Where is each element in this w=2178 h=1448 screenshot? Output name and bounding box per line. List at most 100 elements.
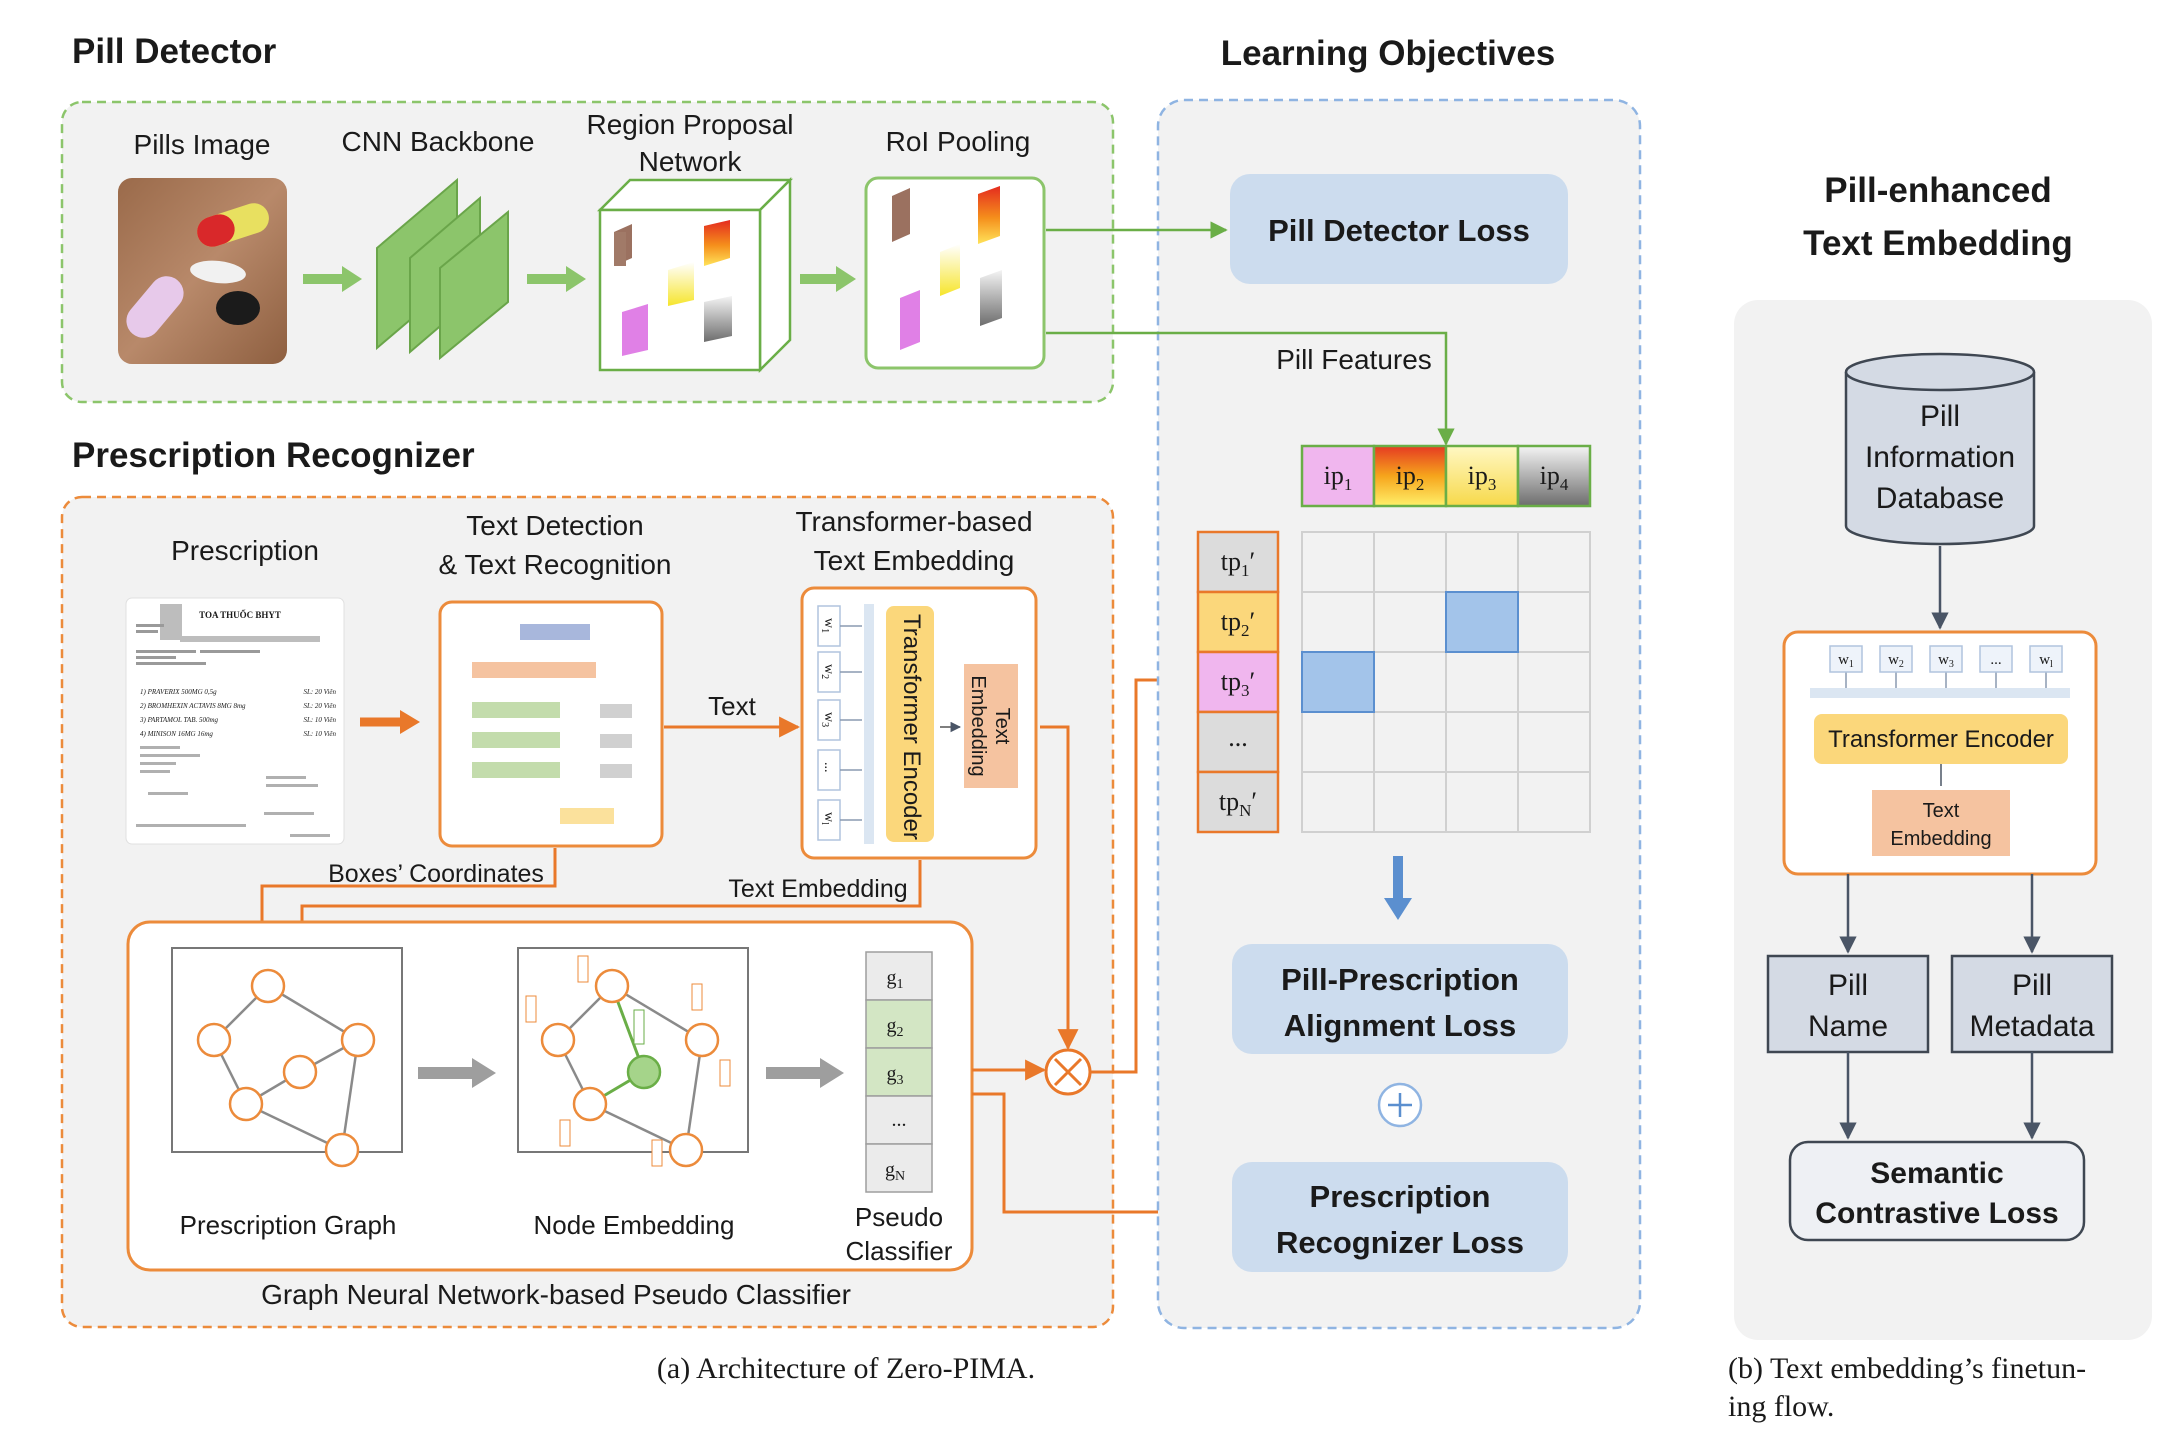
svg-text:w1: w1	[819, 618, 836, 633]
roi-pooling-label: RoI Pooling	[886, 126, 1031, 157]
prescription-graph-label: Prescription Graph	[180, 1210, 397, 1240]
svg-text:Pill Detector Loss: Pill Detector Loss	[1268, 213, 1530, 248]
rpn-label-line2: Network	[639, 146, 743, 177]
svg-text:wl: wl	[2039, 652, 2053, 670]
svg-text:Contrastive Loss: Contrastive Loss	[1815, 1197, 2058, 1230]
svg-text:1) PRAVERIX 500MG 0,5g: 1) PRAVERIX 500MG 0,5g	[140, 688, 217, 696]
svg-text:Information: Information	[1865, 441, 2015, 474]
boxes-coordinates-arrow	[251, 848, 557, 943]
text-embedding-arrow-label: Text Embedding	[728, 875, 907, 903]
svg-text:TOA THUỐC BHYT: TOA THUỐC BHYT	[199, 610, 281, 620]
prescription-label: Prescription	[171, 535, 319, 566]
region-proposal-cube	[596, 176, 794, 374]
rpn-label-line1: Region Proposal	[586, 109, 793, 140]
caption-b-line1: (b) Text embedding’s finetun-	[1728, 1352, 2086, 1385]
pseudo-classifier-label-line2: Classifier	[846, 1236, 953, 1266]
svg-text:ip3: ip3	[1468, 461, 1497, 494]
text-detection-label-line2: & Text Recognition	[439, 549, 672, 580]
svg-text:2) BROMHEXIN ACTAVIS 8MG 8mg: 2) BROMHEXIN ACTAVIS 8MG 8mg	[140, 702, 246, 710]
svg-text:Text: Text	[1923, 800, 1960, 822]
blue-down-arrow	[1384, 856, 1412, 920]
svg-text:gN: gN	[885, 1159, 905, 1184]
transformer-word-tokens: w1 w2 w3 ... wl	[817, 605, 862, 841]
text-detection-label-line1: Text Detection	[466, 510, 643, 541]
text-detection-box	[438, 600, 664, 848]
svg-text:3) PARTAMOL TAB. 500mg: 3) PARTAMOL TAB. 500mg	[139, 716, 219, 724]
svg-text:SL: 20 Viên: SL: 20 Viên	[303, 702, 336, 710]
text-embedding-flow-title-line1: Pill-enhanced	[1824, 171, 2052, 210]
svg-text:4) MINISON 16MG 16mg: 4) MINISON 16MG 16mg	[140, 730, 213, 738]
text-embedding-flow-title-line2: Text Embedding	[1803, 224, 2073, 263]
svg-text:Pill: Pill	[1828, 969, 1868, 1002]
roi-pooling-box	[864, 176, 1046, 370]
multiply-icon	[1044, 1048, 1092, 1096]
svg-text:...: ...	[821, 762, 836, 773]
gray-arrow-1	[418, 1058, 496, 1088]
green-arrow-1	[303, 266, 362, 292]
transformer-text-embedding-box: Transformer Encoder Text Embedding	[800, 586, 1038, 860]
svg-text:Pill: Pill	[2012, 969, 2052, 1002]
svg-text:SL: 10 Viên: SL: 10 Viên	[303, 716, 336, 724]
svg-text:w3: w3	[819, 712, 836, 727]
svg-text:Transformer Encoder: Transformer Encoder	[898, 614, 925, 840]
svg-text:Semantic: Semantic	[1870, 1157, 2003, 1190]
svg-text:tp3′: tp3′	[1221, 667, 1255, 700]
svg-text:w2: w2	[819, 664, 836, 679]
svg-text:Pill-Prescription: Pill-Prescription	[1281, 962, 1519, 997]
svg-text:Embedding: Embedding	[967, 675, 989, 776]
svg-text:tpN′: tpN′	[1219, 787, 1257, 820]
svg-text:g1: g1	[887, 967, 904, 992]
svg-text:Name: Name	[1808, 1010, 1888, 1043]
svg-text:SL: 20 Viên: SL: 20 Viên	[303, 688, 336, 696]
pills-image-label: Pills Image	[134, 129, 271, 160]
pill-features-label: Pill Features	[1276, 344, 1432, 375]
similarity-matrix	[1301, 531, 1591, 833]
svg-text:Transformer Encoder: Transformer Encoder	[1828, 726, 2054, 753]
caption-b-line2: ing flow.	[1728, 1390, 1834, 1423]
pseudo-classifier-column: g1 g2 g3 ... gN	[865, 951, 933, 1193]
pill-detector-title: Pill Detector	[72, 32, 277, 71]
pill-detector-loss-box: Pill Detector Loss	[1230, 174, 1568, 284]
svg-text:w1: w1	[1838, 652, 1854, 670]
svg-text:tp2′: tp2′	[1221, 607, 1255, 640]
svg-text:g3: g3	[887, 1063, 904, 1088]
node-embedding-label: Node Embedding	[534, 1210, 735, 1240]
gnn-pseudo-classifier-label: Graph Neural Network-based Pseudo Classi…	[261, 1279, 851, 1310]
svg-text:...: ...	[1990, 652, 2001, 668]
transformer-label-line1: Transformer-based	[795, 506, 1032, 537]
database-icon: Pill Information Database	[1844, 352, 2036, 546]
svg-text:Metadata: Metadata	[1969, 1010, 2094, 1043]
svg-text:w3: w3	[1938, 652, 1954, 670]
gray-arrow-2	[766, 1058, 844, 1088]
classifier-to-recognizer-loss-arrow	[972, 1092, 1231, 1223]
svg-text:Alignment Loss: Alignment Loss	[1284, 1008, 1517, 1043]
caption-a: (a) Architecture of Zero-PIMA.	[657, 1352, 1035, 1385]
svg-text:Database: Database	[1876, 482, 2004, 515]
node-embedding-graph	[517, 947, 749, 1168]
boxes-coordinates-label: Boxes’ Coordinates	[328, 860, 544, 888]
svg-text:ip4: ip4	[1540, 461, 1569, 494]
transformer-label-line2: Text Embedding	[814, 545, 1015, 576]
pill-name-box: Pill Name	[1766, 954, 1930, 1054]
plus-icon	[1377, 1082, 1423, 1128]
svg-text:Embedding: Embedding	[1890, 828, 1991, 850]
cnn-backbone-icon	[376, 177, 509, 361]
svg-text:Recognizer Loss: Recognizer Loss	[1276, 1225, 1524, 1260]
roi-to-pill-features-arrow	[1046, 331, 1455, 446]
svg-text:wl: wl	[819, 812, 836, 825]
recognizer-loss-box: Prescription Recognizer Loss	[1232, 1162, 1568, 1272]
svg-text:g2: g2	[887, 1015, 904, 1040]
cnn-backbone-label: CNN Backbone	[342, 126, 535, 157]
prescription-recognizer-title: Prescription Recognizer	[72, 436, 475, 475]
right-transformer-box: w1 w2 w3 ... wl Transformer Encoder Text…	[1782, 630, 2098, 876]
svg-text:...: ...	[892, 1109, 907, 1131]
orange-arrow-prescription	[360, 710, 420, 734]
alignment-loss-box: Pill-Prescription Alignment Loss	[1232, 944, 1568, 1054]
learning-objectives-title: Learning Objectives	[1221, 34, 1556, 73]
pseudo-classifier-label-line1: Pseudo	[855, 1202, 943, 1232]
pill-detector-panel	[60, 100, 1115, 404]
semantic-contrastive-loss-box: Semantic Contrastive Loss	[1788, 1140, 2086, 1242]
prescription-document: TOA THUỐC BHYT 1) PRAVERIX 500MG 0,5g 2)…	[125, 597, 345, 845]
pills-image	[118, 178, 287, 364]
